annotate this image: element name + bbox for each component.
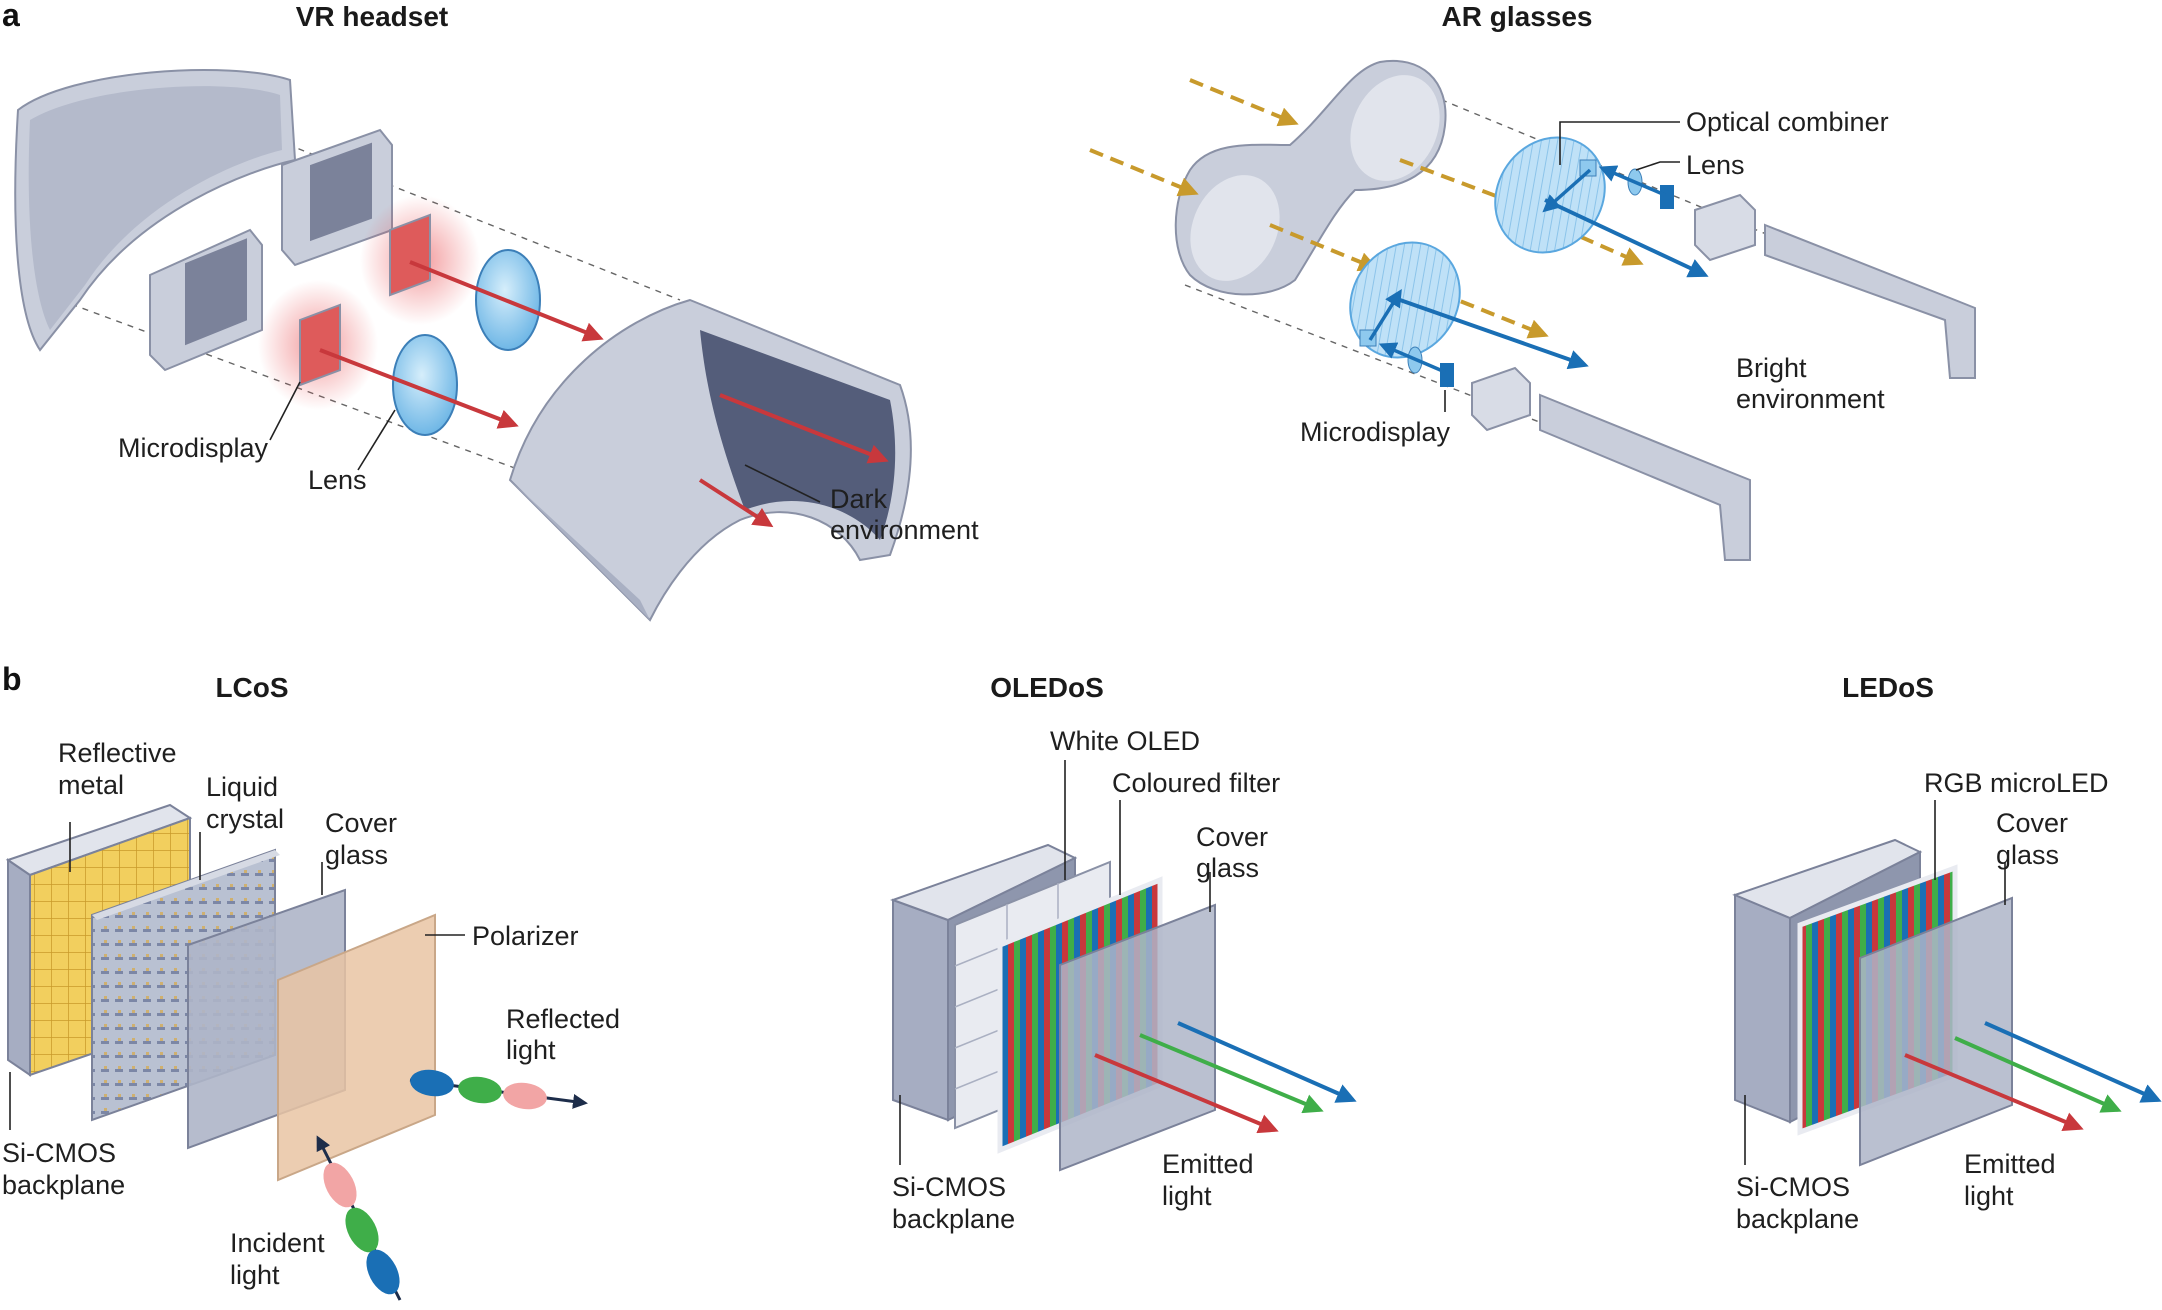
ar-temple-upper (1764, 223, 1976, 379)
vr-headset-title: VR headset (296, 1, 449, 32)
vr-lens-label: Lens (308, 465, 367, 495)
lcos-backplane (7, 858, 31, 1077)
ledos-cover-glass-label-1: Cover (1996, 808, 2068, 838)
oledos-emitted-label-2: light (1162, 1181, 1212, 1211)
ledos-emitted-label-2: light (1964, 1181, 2014, 1211)
ledos-emitted-blue (1984, 1021, 2162, 1103)
oledos-emitted-green (1139, 1033, 1324, 1114)
oledos-backplane (892, 898, 949, 1122)
lcos-title: LCoS (215, 672, 288, 703)
ledos-emitted-green (1954, 1036, 2122, 1113)
lcos-reflected-light-beam (409, 1069, 588, 1110)
lcos-reflected-label-1: Reflected (506, 1004, 620, 1034)
ar-combiner-upper (1494, 136, 1606, 254)
oledos-cover-glass-label-1: Cover (1196, 822, 1268, 852)
ar-microdisplay-label: Microdisplay (1300, 417, 1451, 447)
lcos-sicmos-label-2: backplane (2, 1170, 125, 1200)
oledos-white-oled-label: White OLED (1050, 726, 1200, 756)
vr-microdisplay-left (299, 303, 341, 387)
lcos-sicmos-label-1: Si-CMOS (2, 1138, 116, 1168)
ledos-rgb-microled-label: RGB microLED (1924, 768, 2109, 798)
lcos-incident-light-beam (316, 1135, 402, 1301)
oledos-emitted-blue (1177, 1021, 1357, 1103)
vr-lens-left (392, 334, 458, 436)
ar-glasses-title: AR glasses (1442, 1, 1593, 32)
ledos-sicmos-label-2: backplane (1736, 1204, 1859, 1234)
lcos-polarizer (277, 913, 436, 1182)
panel-label-a: a (2, 0, 20, 33)
ledos-backplane (1734, 893, 1791, 1124)
oledos-sicmos-label-1: Si-CMOS (892, 1172, 1006, 1202)
lcos-cover-glass-label-2: glass (325, 840, 388, 870)
ledos-title: LEDoS (1842, 672, 1934, 703)
ar-lens-label: Lens (1686, 150, 1745, 180)
lcos-reflective-label-1: Reflective (58, 738, 177, 768)
lcos-liquid-crystal-label-2: crystal (206, 804, 284, 834)
vr-headset-illustration: VR headset Microdisplay (14, 1, 979, 622)
oledos-cover-glass-label-2: glass (1196, 853, 1259, 883)
oledos-illustration: OLEDoS White OLED Coloured filter Cover (890, 672, 1357, 1234)
ledos-emitted-label-1: Emitted (1964, 1149, 2056, 1179)
ar-bright-environment-label-1: Bright (1736, 353, 1807, 383)
ar-temple-lower (1539, 393, 1751, 561)
lcos-reflected-label-2: light (506, 1035, 556, 1065)
oledos-emitted-red (1094, 1053, 1279, 1134)
ar-bright-environment-label-2: environment (1736, 384, 1885, 414)
vr-microdisplay-label: Microdisplay (118, 433, 269, 463)
vr-microdisplay-right (389, 213, 431, 297)
oledos-title: OLEDoS (990, 672, 1104, 703)
ar-glasses-illustration: AR glasses (1089, 1, 1976, 561)
oledos-cover-glass (1059, 903, 1216, 1172)
ledos-emitted-red (1904, 1053, 2084, 1132)
lcos-incident-label-1: Incident (230, 1228, 325, 1258)
lcos-reflective-label-2: metal (58, 770, 124, 800)
oledos-coloured-filter-label: Coloured filter (1112, 768, 1280, 798)
ledos-cover-glass-label-2: glass (1996, 840, 2059, 870)
ledos-cover-glass (1859, 896, 2013, 1167)
ar-combiner-label: Optical combiner (1686, 107, 1889, 137)
ledos-sicmos-label-1: Si-CMOS (1736, 1172, 1850, 1202)
lcos-liquid-crystal-label-1: Liquid (206, 772, 278, 802)
lcos-polarizer-label: Polarizer (472, 921, 579, 951)
ar-microdisplay-upper (1660, 185, 1674, 209)
ledos-illustration: LEDoS RGB microLED Cover glass Si-CMOS b… (1732, 672, 2162, 1234)
lcos-cover-glass-label-1: Cover (325, 808, 397, 838)
vr-dark-environment-label-2: environment (830, 515, 979, 545)
lcos-illustration: LCoS Reflective metal Liqu (2, 672, 620, 1301)
panel-label-b: b (2, 661, 22, 697)
vr-dark-environment-label-1: Dark (830, 484, 888, 514)
ar-microdisplay-lower (1440, 363, 1454, 387)
oledos-emitted-label-1: Emitted (1162, 1149, 1254, 1179)
ar-temple-upper-box (1694, 193, 1756, 262)
lcos-incident-label-2: light (230, 1260, 280, 1290)
oledos-sicmos-label-2: backplane (892, 1204, 1015, 1234)
ar-temple-lower-box (1471, 366, 1531, 432)
